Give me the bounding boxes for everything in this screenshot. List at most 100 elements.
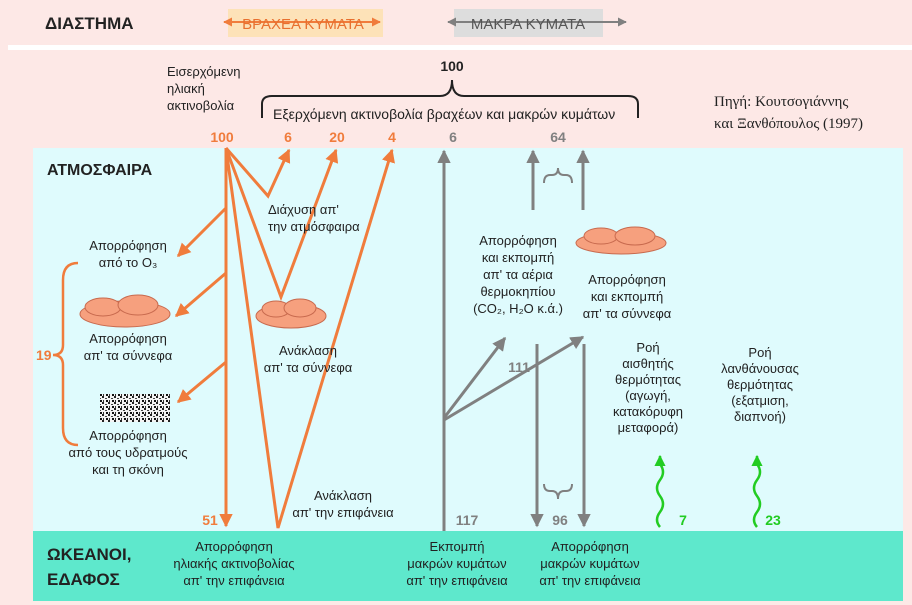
incoming-label-1: Εισερχόμενη — [167, 64, 241, 79]
label-abs-clouds-lw: Απορρόφηση και εκπομπή απ' τα σύννεφα — [583, 272, 672, 321]
label-line: Απορρόφηση — [195, 539, 273, 554]
sensible-heat-arrow — [654, 454, 666, 528]
label-line: μακρών κυμάτων — [407, 556, 506, 571]
source-line2: και Ξανθόπουλος (1997) — [714, 116, 863, 132]
label-line: από το O₃ — [99, 255, 158, 270]
source-line1: Πηγή: Κουτσογιάννης — [714, 94, 848, 110]
cloud-icon — [255, 298, 327, 329]
value-absorbed-atmos: 19 — [36, 347, 52, 363]
scatter-path-arrow — [224, 147, 291, 199]
label-line: (CO₂, H₂O κ.ά.) — [473, 301, 563, 316]
value-incoming: 100 — [210, 129, 234, 145]
label-line: Διάχυση απ' — [268, 202, 339, 217]
label-reflect-surface: Ανάκλαση απ' την επιφάνεια — [292, 488, 394, 520]
label-line: Απορρόφηση — [479, 233, 557, 248]
label-line: Απορρόφηση — [551, 539, 629, 554]
clouds-absorb-arrow — [443, 335, 585, 422]
label-line: απ' την επιφάνεια — [183, 573, 285, 588]
label-line: μεταφορά) — [618, 420, 679, 435]
cloud-reflect-path-arrow — [224, 147, 339, 302]
label-line: θερμοκηπίου — [480, 284, 555, 299]
abs-o3-arrow — [176, 206, 228, 258]
value-back-radiation: 96 — [552, 512, 568, 528]
label-line: αισθητής — [622, 356, 674, 371]
label-line: απ' την επιφάνεια — [406, 573, 508, 588]
label-line: απ' τα αέρια — [483, 267, 553, 282]
label-abs-o3: Απορρόφηση από το O₃ — [89, 238, 167, 270]
label-line: και εκπομπή — [482, 250, 554, 265]
surface-label-line1: ΩΚΕΑΝΟΙ, — [47, 545, 131, 564]
back-radiation-brace — [543, 483, 573, 500]
label-line: απ' τα σύννεφα — [583, 306, 672, 321]
value-latent-heat: 23 — [765, 512, 781, 528]
label-line: Απορρόφηση — [89, 238, 167, 253]
label-line: Ροή — [748, 345, 771, 360]
label-line: Ανάκλαση — [314, 488, 372, 503]
atmosphere-label: ΑΤΜΟΣΦΑΙΡΑ — [47, 162, 153, 179]
label-surf-emit-lw: Εκπομπή μακρών κυμάτων απ' την επιφάνεια — [406, 539, 508, 588]
label-line: απ' την επιφάνεια — [292, 505, 394, 520]
label-line: διαπνοή) — [734, 409, 786, 424]
label-line: θερμότητας — [615, 372, 681, 387]
label-line: (αγωγή, — [625, 388, 671, 403]
incoming-label-2: ηλιακή — [167, 81, 205, 96]
label-line: Ροή — [636, 340, 659, 355]
total-outgoing-value: 100 — [440, 58, 464, 74]
value-surface-emitted: 117 — [456, 512, 479, 528]
label-line: απ' τα σύννεφα — [264, 360, 353, 375]
abs-dust-arrow — [176, 360, 227, 404]
label-line: κατακόρυφη — [613, 404, 683, 419]
label-line: θερμότητας — [727, 377, 793, 392]
cloud-icon — [79, 294, 171, 328]
label-line: Απορρόφηση — [89, 428, 167, 443]
surface-zone — [33, 531, 903, 601]
label-line: την ατμόσφαιρα — [268, 219, 360, 234]
space-label: ΔΙΑΣΤΗΜΑ — [45, 14, 134, 33]
cloud-icon — [575, 226, 667, 255]
value-surface-absorbed: 51 — [202, 512, 218, 528]
label-abs-dust: Απορρόφηση από τους υδρατμούς και τη σκόνη — [69, 428, 188, 477]
label-abs-gases: Απορρόφηση και εκπομπή απ' τα αέρια θερμοκη… — [473, 233, 563, 316]
outgoing-brace — [261, 79, 639, 118]
absorbed-brace — [52, 261, 79, 447]
short-waves-label: ΒΡΑΧΕΑ ΚΥΜΑΤΑ — [242, 16, 364, 33]
label-surf-abs-solar: Απορρόφηση ηλιακής ακτινοβολίας απ' την επ… — [173, 539, 294, 588]
value-atmos-lw-out: 64 — [550, 129, 566, 145]
label-line: απ' τα σύννεφα — [84, 348, 173, 363]
lw-out-brace — [543, 167, 573, 184]
label-line: μακρών κυμάτων — [540, 556, 639, 571]
space-divider — [8, 45, 912, 50]
value-surface-lw-out: 6 — [449, 129, 457, 145]
label-line: Απορρόφηση — [588, 272, 666, 287]
label-line: Ανάκλαση — [279, 343, 337, 358]
outgoing-caption: Εξερχόμενη ακτινοβολία βραχέων και μακρώ… — [273, 106, 615, 122]
gases-absorb-arrow — [442, 336, 507, 419]
value-sensible-heat: 7 — [679, 512, 687, 528]
label-line: λανθάνουσας — [721, 361, 799, 376]
value-atmos-absorbed-lw: 111 — [508, 359, 530, 375]
label-line: απ' την επιφάνεια — [539, 573, 641, 588]
surface-label-line2: ΕΔΑΦΟΣ — [47, 570, 120, 589]
value-surface-reflect-out: 4 — [388, 129, 396, 145]
label-surf-abs-lw: Απορρόφηση μακρών κυμάτων απ' την επιφάνει… — [539, 539, 641, 588]
label-line: από τους υδρατμούς — [69, 445, 188, 460]
label-line: ηλιακής ακτινοβολίας — [173, 556, 294, 571]
label-line: Εκπομπή — [430, 539, 485, 554]
label-line: Απορρόφηση — [89, 331, 167, 346]
long-waves-label: ΜΑΚΡΑ ΚΥΜΑΤΑ — [471, 16, 585, 33]
latent-heat-arrow — [751, 454, 763, 528]
label-line: (εξατμιση, — [731, 393, 789, 408]
value-cloud-reflect-out: 20 — [329, 129, 345, 145]
abs-clouds-arrow — [174, 271, 227, 318]
label-line: και τη σκόνη — [92, 462, 164, 477]
label-abs-clouds-sw: Απορρόφηση απ' τα σύννεφα — [84, 331, 173, 363]
dust-icon — [100, 394, 170, 422]
label-scatter: Διάχυση απ' την ατμόσφαιρα — [268, 202, 360, 234]
incoming-label-3: ακτινοβολία — [167, 98, 235, 113]
label-line: και εκπομπή — [591, 289, 663, 304]
